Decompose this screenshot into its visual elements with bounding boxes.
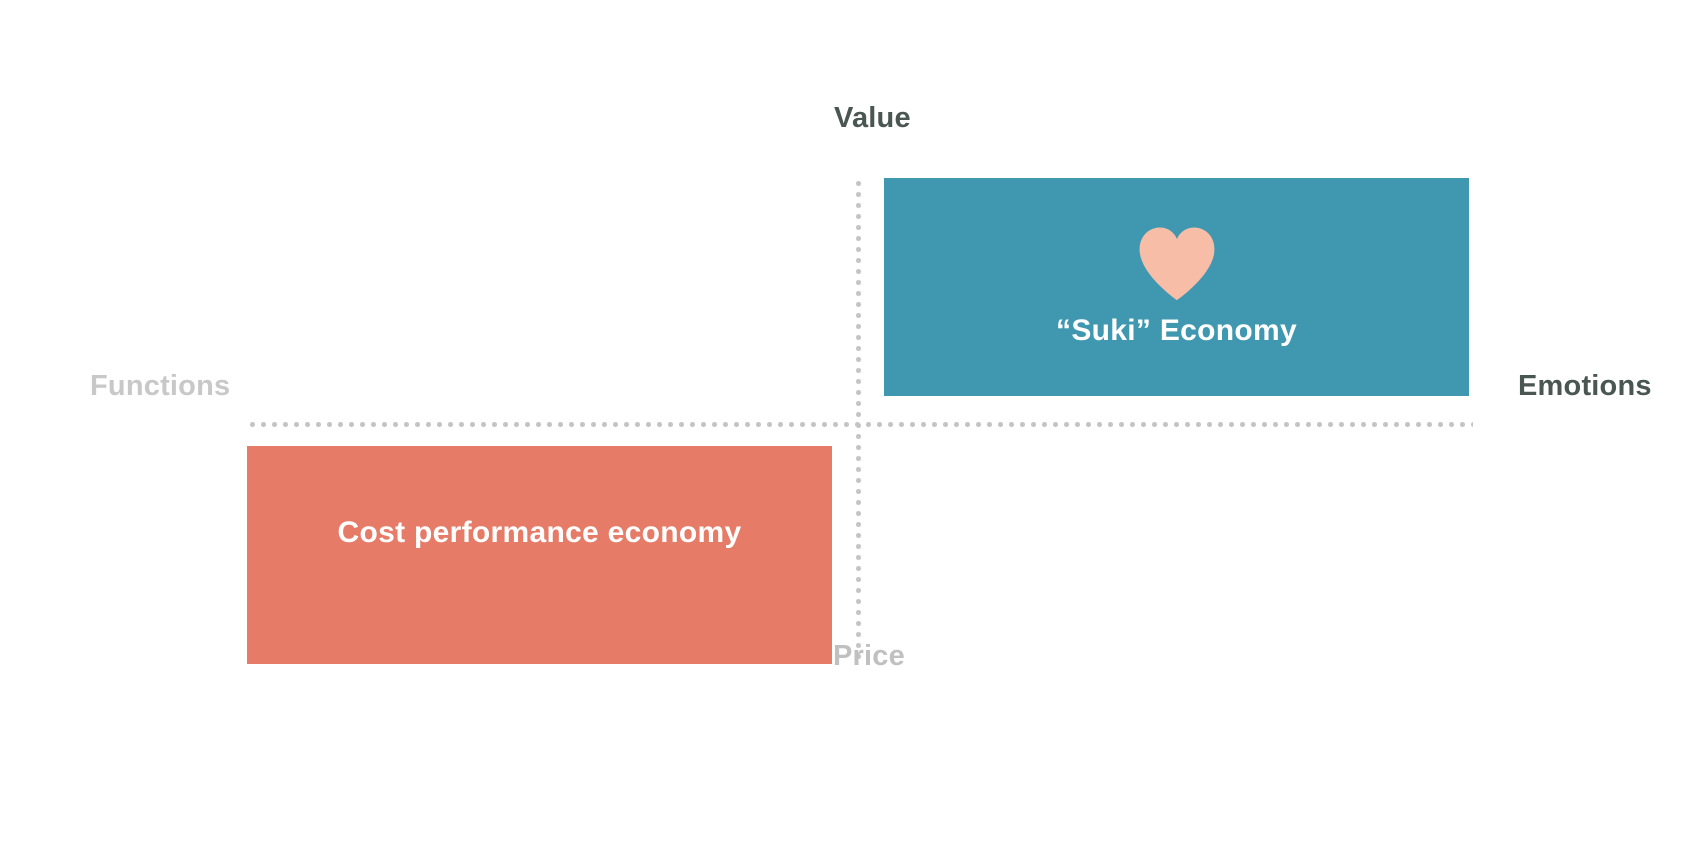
quadrant-block-cost[interactable]: Cost performance economy <box>247 446 832 664</box>
axis-label-emotions: Emotions <box>1518 370 1652 402</box>
heart-icon <box>1139 227 1214 301</box>
axis-label-functions: Functions <box>90 370 231 402</box>
quadrant-label-suki: “Suki” Economy <box>1056 314 1297 347</box>
axis-label-value: Value <box>834 102 911 134</box>
vertical-axis-line <box>856 178 861 665</box>
quadrant-label-cost: Cost performance economy <box>337 516 742 549</box>
axis-label-price: Price <box>833 640 905 672</box>
quadrant-block-suki[interactable]: “Suki” Economy <box>884 178 1469 396</box>
